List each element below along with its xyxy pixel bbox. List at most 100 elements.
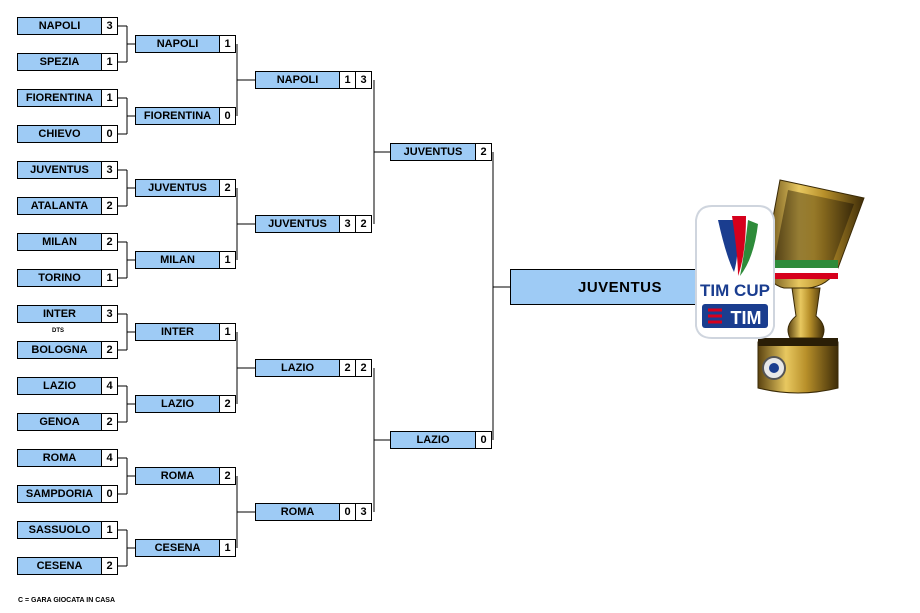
team-score: 3 xyxy=(102,161,118,179)
team-score: 3 xyxy=(340,215,356,233)
team-name: GENOA xyxy=(17,413,102,431)
team-score: 0 xyxy=(102,485,118,503)
tim-cup-trophy-logo: TIM CUP TIM xyxy=(695,179,865,394)
team-name: CESENA xyxy=(17,557,102,575)
team-name: ROMA xyxy=(135,467,220,485)
team-name: FIORENTINA xyxy=(135,107,220,125)
team-score: 2 xyxy=(102,197,118,215)
team-name: JUVENTUS xyxy=(255,215,340,233)
team-name: ROMA xyxy=(17,449,102,467)
team-name: INTER xyxy=(135,323,220,341)
team-score: 2 xyxy=(102,341,118,359)
dts-note: DTS xyxy=(52,328,64,334)
team-name: JUVENTUS xyxy=(390,143,476,161)
team-name: FIORENTINA xyxy=(17,89,102,107)
team-name: TORINO xyxy=(17,269,102,287)
team-name: LAZIO xyxy=(135,395,220,413)
team-score: 0 xyxy=(476,431,492,449)
team-score: 2 xyxy=(476,143,492,161)
team-name: MILAN xyxy=(17,233,102,251)
team-score: 1 xyxy=(102,53,118,71)
team-score: 2 xyxy=(356,359,372,377)
team-name: LAZIO xyxy=(255,359,340,377)
tim-cup-logo-icon: TIM CUP TIM xyxy=(695,205,775,339)
team-name: ATALANTA xyxy=(17,197,102,215)
team-name: MILAN xyxy=(135,251,220,269)
team-score: 0 xyxy=(340,503,356,521)
champion-box: JUVENTUS xyxy=(510,269,730,305)
trophy-cup-icon xyxy=(757,179,865,394)
team-score: 1 xyxy=(220,323,236,341)
logo-line1: TIM CUP xyxy=(700,281,770,300)
team-name: BOLOGNA xyxy=(17,341,102,359)
team-score: 1 xyxy=(102,89,118,107)
team-score: 1 xyxy=(220,251,236,269)
team-score: 2 xyxy=(102,413,118,431)
team-score: 1 xyxy=(102,521,118,539)
team-score: 1 xyxy=(102,269,118,287)
team-name: SAMPDORIA xyxy=(17,485,102,503)
team-name: CHIEVO xyxy=(17,125,102,143)
team-score: 4 xyxy=(102,449,118,467)
team-score: 1 xyxy=(340,71,356,89)
logo-line2: TIM xyxy=(731,308,762,328)
team-name: ROMA xyxy=(255,503,340,521)
team-name: LAZIO xyxy=(390,431,476,449)
team-name: LAZIO xyxy=(17,377,102,395)
team-name: JUVENTUS xyxy=(17,161,102,179)
team-score: 2 xyxy=(356,215,372,233)
team-score: 3 xyxy=(356,503,372,521)
team-name: INTER xyxy=(17,305,102,323)
team-score: 2 xyxy=(102,233,118,251)
team-score: 0 xyxy=(102,125,118,143)
team-name: NAPOLI xyxy=(17,17,102,35)
team-score: 3 xyxy=(102,305,118,323)
team-score: 3 xyxy=(102,17,118,35)
team-score: 1 xyxy=(220,539,236,557)
team-name: CESENA xyxy=(135,539,220,557)
team-name: NAPOLI xyxy=(135,35,220,53)
team-name: SPEZIA xyxy=(17,53,102,71)
team-score: 2 xyxy=(220,179,236,197)
footnote: C = GARA GIOCATA IN CASA xyxy=(18,597,116,604)
team-score: 0 xyxy=(220,107,236,125)
team-score: 3 xyxy=(356,71,372,89)
team-score: 4 xyxy=(102,377,118,395)
team-name: SASSUOLO xyxy=(17,521,102,539)
team-name: NAPOLI xyxy=(255,71,340,89)
team-score: 2 xyxy=(220,467,236,485)
team-name: JUVENTUS xyxy=(135,179,220,197)
team-score: 1 xyxy=(220,35,236,53)
team-score: 2 xyxy=(220,395,236,413)
team-score: 2 xyxy=(340,359,356,377)
